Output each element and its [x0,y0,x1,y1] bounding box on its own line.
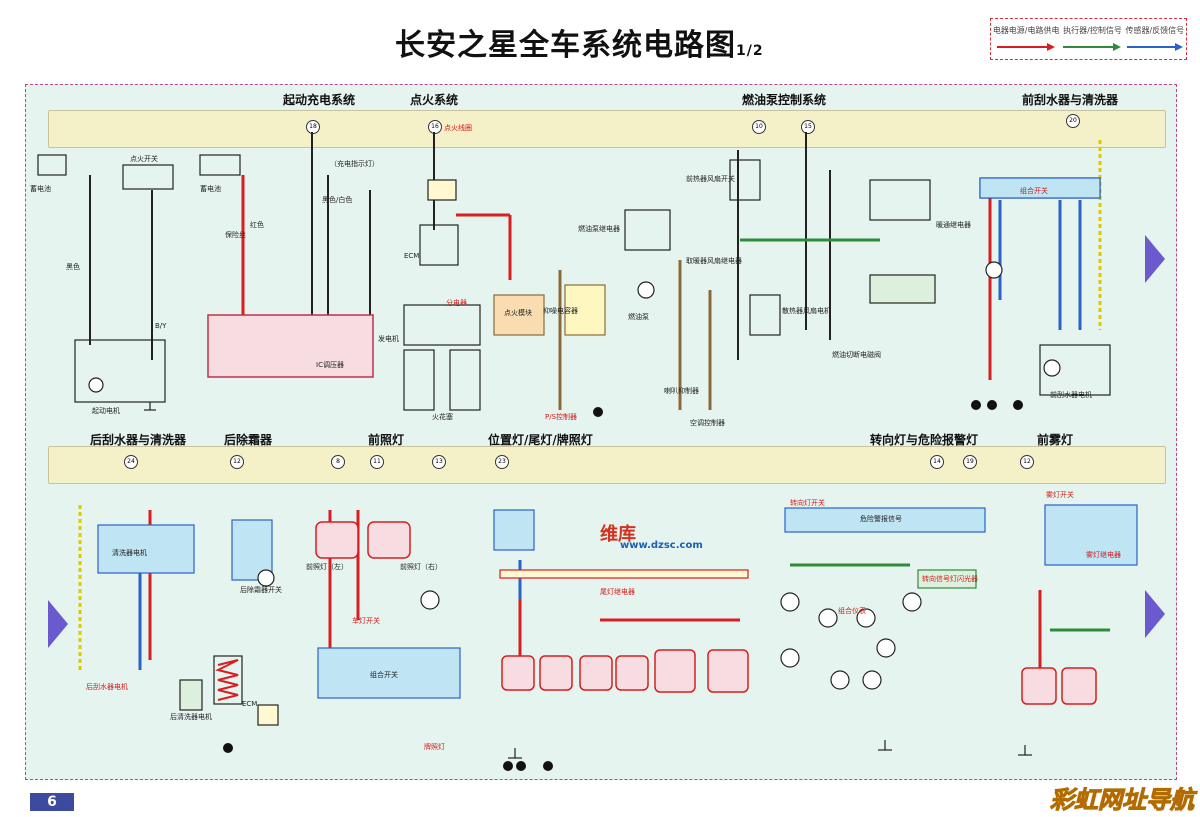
page-number: 6 [30,793,74,811]
label-tail-relay: 尾灯继电器 [600,588,635,596]
label-suppressor: 抑噪电容器 [543,307,578,315]
label-battery: 蓄电池 [30,185,51,193]
fuse-marker: 20 [1066,114,1080,128]
legend-item-sensor: 传感器/反馈信号 [1125,26,1185,35]
label-ign-switch: 点火开关 [130,155,158,163]
power-bus-bottom [48,446,1166,484]
fuse-marker: 11 [370,455,384,469]
label-headlamp-right: 前照灯（右） [400,563,442,571]
fuse-marker: 10 [752,120,766,134]
section-start-charging: 起动充电系统 [283,93,356,107]
section-fog-lamp: 前雾灯 [1037,433,1074,447]
legend-item-power: 电器电源/电路供电 [992,26,1060,35]
label-spark-plug: 火花塞 [432,413,453,421]
fuse-marker: 12 [1020,455,1034,469]
label-alternator: 发电机 [378,335,399,343]
section-fuel-pump: 燃油泵控制系统 [742,93,827,107]
label-charge-lamp: （充电指示灯） [330,160,379,168]
label-fuel-cut: 燃油切断电磁阀 [832,351,881,359]
legend-item-actuator: 执行器/控制信号 [1063,26,1122,35]
label-wire-color: 黑色 [66,263,80,271]
label-rear-wash: 后清洗器电机 [170,713,212,721]
label-wire-color: B/Y [155,322,167,330]
label-wire-color: 红色 [250,221,264,229]
label-turn-switch: 转向灯开关 [790,499,825,507]
label-ac-ctrl: 空调控制器 [690,419,725,427]
label-dimmer: 车灯开关 [352,617,380,625]
label-heater-relay: 取暖器风扇继电器 [686,257,742,265]
label-regulator: IC调压器 [316,361,344,369]
section-rear-wiper: 后刮水器与清洗器 [90,433,187,447]
section-front-wiper: 前刮水器与清洗器 [1022,93,1119,107]
next-page-arrow[interactable] [1145,235,1165,283]
label-fan-switch: 前热器风扇开关 [686,175,735,183]
fuse-marker: 14 [930,455,944,469]
page-fraction: 1/2 [736,43,764,59]
section-turn-hazard: 转向灯与危险报警灯 [870,433,979,447]
label-fuse-wire: 保险丝 [225,231,246,239]
label-combo-switch: 组合开关 [1020,187,1048,195]
label-horn: 喇叭抑制器 [664,387,699,395]
legend-arrows [997,43,1183,51]
fuse-marker: 15 [801,120,815,134]
label-hazard: 危险警报信号 [860,515,902,523]
fuse-marker: 23 [495,455,509,469]
label-fuel-pump: 燃油泵 [628,313,649,321]
watermark-corner: 彩虹网址导航 [1050,786,1195,815]
section-defogger: 后除霜器 [224,433,273,447]
prev-page-arrow[interactable] [48,600,68,648]
label-headlamp-left: 前照灯（左） [306,563,348,571]
label-combo-meter: 组合仪表 [838,607,866,615]
label-wire-color: 黑色/白色 [322,196,353,204]
next-page-arrow[interactable] [1145,590,1165,638]
page-title: 长安之星全车系统电路图1/2 [395,28,764,63]
label-light-switch: 组合开关 [370,671,398,679]
label-fog-relay: 雾灯继电器 [1086,551,1121,559]
label-wiper-motor: 前刮水器电机 [1050,391,1092,399]
label-fog-switch: 雾灯开关 [1046,491,1074,499]
label-ecm: ECM [242,700,258,708]
section-ignition: 点火系统 [410,93,459,107]
label-ecm: ECM [404,252,420,260]
fuse-marker: 8 [331,455,345,469]
label-battery-2: 蓄电池 [200,185,221,193]
label-ign-module: 点火模块 [504,309,532,317]
label-starter: 起动电机 [92,407,120,415]
power-bus-top [48,110,1166,148]
label-fuel-relay: 燃油泵继电器 [578,225,620,233]
label-wash-motor: 清洗器电机 [112,549,147,557]
label-license: 牌照灯 [424,743,445,751]
fuse-marker: 12 [230,455,244,469]
label-blower-relay: 暖通继电器 [936,221,971,229]
label-radiator-fan: 散热器风扇电机 [782,307,831,315]
legend: 电器电源/电路供电 执行器/控制信号 传感器/反馈信号 [990,18,1187,60]
watermark-logo: 维库 [600,524,636,545]
label-ign-coil: 点火线圈 [444,124,472,132]
section-position-lamps: 位置灯/尾灯/牌照灯 [488,433,593,447]
fuse-marker: 24 [124,455,138,469]
label-flasher: 转向信号灯闪光器 [922,575,978,583]
section-headlamp: 前照灯 [368,433,405,447]
watermark-url: www.dzsc.com [620,540,703,551]
fuse-marker: 19 [963,455,977,469]
label-distributor: 分电器 [446,299,467,307]
label-rear-wiper-motor: 后刮水器电机 [86,683,128,691]
fuse-marker: 13 [432,455,446,469]
label-defog-switch: 后除霜器开关 [240,586,282,594]
label-ps-ctrl: P/S控制器 [545,413,578,421]
